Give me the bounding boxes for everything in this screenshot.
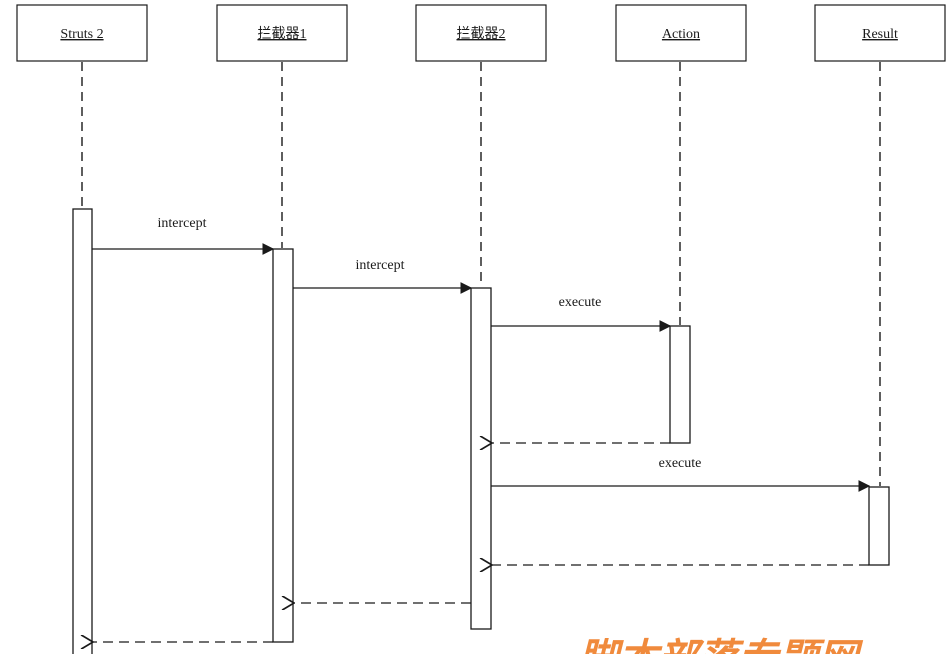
watermark-text: 脚本部落专题网 [577,636,864,654]
message-label-m5: execute [659,456,702,471]
participant-label-action: Action [662,27,700,42]
participant-label-struts2: Struts 2 [60,27,103,42]
return-messages [93,443,869,642]
activation-interceptor2 [470,287,492,630]
participant-box-interceptor2 [415,4,547,62]
activation-struts2 [72,208,93,654]
participant-struts2: Struts 2 [16,4,148,62]
participant-box-interceptor1 [216,4,348,62]
activations [72,208,890,654]
participant-label-result: Result [862,27,898,42]
participant-label-interceptor1: 拦截器1 [258,26,307,42]
call-messages: intercept intercept execute execute [92,216,871,492]
participant-box-action [615,4,747,62]
participants: Struts 2 拦截器1 拦截器2 Action Result [16,4,946,62]
participant-interceptor2: 拦截器2 [415,4,547,62]
message-label-m3: execute [559,295,602,310]
participant-action: Action [615,4,747,62]
activation-result [868,486,890,566]
activation-action [669,325,691,444]
participant-label-interceptor2: 拦截器2 [457,26,506,42]
message-label-m2: intercept [356,258,405,273]
participant-interceptor1: 拦截器1 [216,4,348,62]
participant-box-result [814,4,946,62]
participant-box-struts2 [16,4,148,62]
participant-result: Result [814,4,946,62]
message-label-m1: intercept [158,216,207,231]
lifelines [81,62,881,486]
activation-interceptor1 [272,248,294,643]
